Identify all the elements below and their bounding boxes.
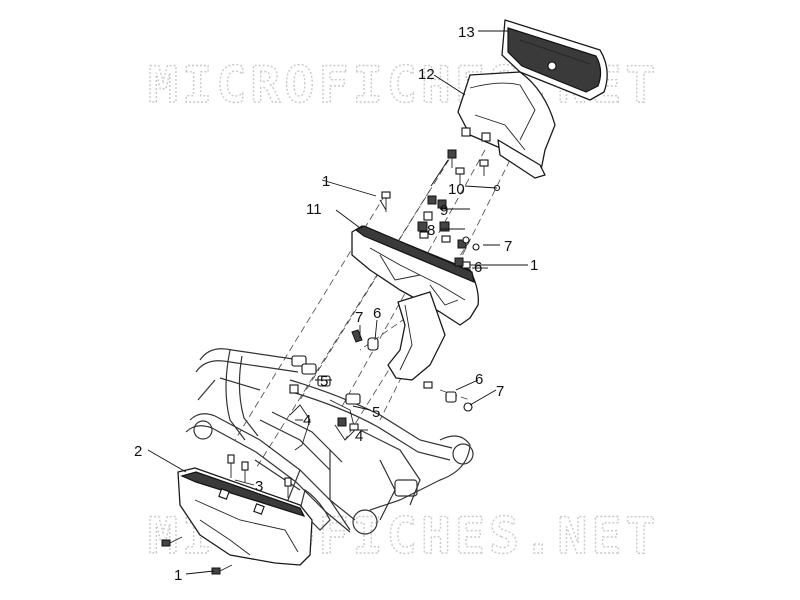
- callout-3: 3: [255, 478, 263, 495]
- callout-7-right: 7: [504, 238, 512, 255]
- screw-1-top: [379, 191, 391, 212]
- callout-7-mid: 7: [355, 309, 363, 326]
- callout-6-mid: 6: [373, 305, 381, 322]
- callout-1-right: 1: [530, 257, 538, 274]
- callout-1-bottom: 1: [174, 567, 182, 584]
- screws-10: [447, 149, 501, 192]
- callout-6-lower: 6: [475, 371, 483, 388]
- callout-5-left: 5: [320, 373, 328, 390]
- callout-5-right: 5: [372, 404, 380, 421]
- dashboard-housing-12: [457, 71, 556, 179]
- subframe: [185, 348, 474, 535]
- leader-lines: [147, 30, 528, 575]
- callout-1-top: 1: [322, 173, 330, 190]
- callout-6-right: 6: [474, 259, 482, 276]
- callout-numbers: 13 12 1 10 9 11 8 7 6 1 7 6 5 6 7 5 4 4 …: [134, 24, 538, 584]
- callout-10: 10: [448, 181, 465, 198]
- callout-9: 9: [440, 202, 448, 219]
- callout-12: 12: [418, 66, 435, 83]
- lower-cover-2: [177, 467, 313, 566]
- callout-2: 2: [134, 443, 142, 460]
- spacers-and-nuts: [289, 195, 480, 451]
- callout-13: 13: [458, 24, 475, 41]
- callout-7-lower: 7: [496, 383, 504, 400]
- callout-4-right: 4: [355, 428, 363, 445]
- fairing-bracket-11: [351, 225, 479, 381]
- callout-4-left: 4: [303, 412, 311, 429]
- instrument-panel-13: [501, 19, 608, 101]
- callout-11: 11: [306, 201, 322, 218]
- callout-8: 8: [427, 222, 435, 239]
- screws-3: [227, 454, 292, 498]
